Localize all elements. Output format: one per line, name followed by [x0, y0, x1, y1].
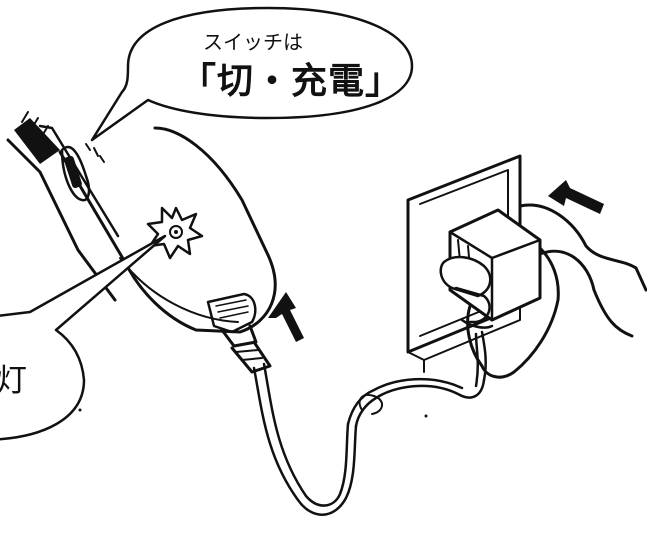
switch-callout-bubble: [90, 6, 414, 142]
switch-callout-line2: 「切・充電」: [180, 61, 403, 102]
lamp-callout-text: 灯: [0, 363, 27, 399]
shaver-blade-head: [14, 111, 60, 164]
switch-callout-line1: スイッチは: [203, 30, 303, 54]
stray-dot: [78, 408, 82, 412]
stray-dot: [424, 414, 428, 418]
hand: [439, 203, 647, 379]
insert-arrow-icon: [268, 180, 604, 342]
lamp-burst-icon: [146, 206, 204, 260]
slide-switch: [60, 143, 105, 202]
lamp-callout-bubble: [0, 234, 167, 441]
power-cord: [252, 330, 487, 516]
device-plug: [206, 292, 272, 374]
shaver-device: [6, 124, 277, 334]
